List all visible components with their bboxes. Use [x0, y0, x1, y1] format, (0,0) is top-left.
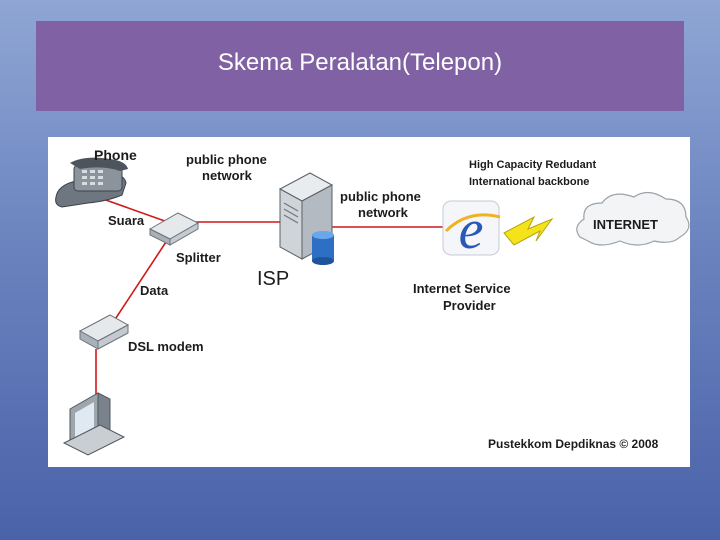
splitter-label: Splitter — [176, 250, 221, 265]
computer-icon — [62, 392, 126, 456]
line-splitter-modem — [109, 241, 167, 328]
dsl-modem-label: DSL modem — [128, 339, 204, 354]
title-bar: Skema Peralatan(Telepon) — [36, 21, 684, 111]
splitter-icon — [148, 212, 200, 246]
public-phone-network-left-line2: network — [202, 168, 253, 183]
high-capacity-line2: International backbone — [469, 176, 589, 188]
database-icon — [312, 231, 334, 265]
data-label: Data — [140, 283, 169, 298]
phone-label: Phone — [94, 147, 137, 163]
cloud-icon — [576, 191, 690, 246]
public-phone-network-left-line1: public phone — [186, 152, 267, 167]
lightning-icon — [503, 215, 554, 246]
copyright-label: Pustekkom Depdiknas © 2008 — [488, 437, 659, 451]
dsl-modem-icon — [78, 314, 130, 350]
internet-service-provider-line1: Internet Service — [413, 281, 511, 296]
internet-explorer-icon: e — [442, 199, 501, 261]
internet-service-provider-line2: Provider — [443, 298, 496, 313]
high-capacity-line1: High Capacity Redudant — [469, 159, 596, 171]
public-phone-network-right-line1: public phone — [340, 189, 421, 204]
telephone-icon — [55, 157, 128, 208]
isp-label: ISP — [257, 268, 289, 290]
network-diagram: Phone Suara public phone network Splitte… — [48, 137, 690, 467]
public-phone-network-right-line2: network — [358, 205, 409, 220]
internet-cloud-label: INTERNET — [593, 217, 658, 232]
svg-text:e: e — [459, 199, 484, 261]
suara-label: Suara — [108, 213, 145, 228]
slide-title: Skema Peralatan(Telepon) — [217, 49, 503, 76]
